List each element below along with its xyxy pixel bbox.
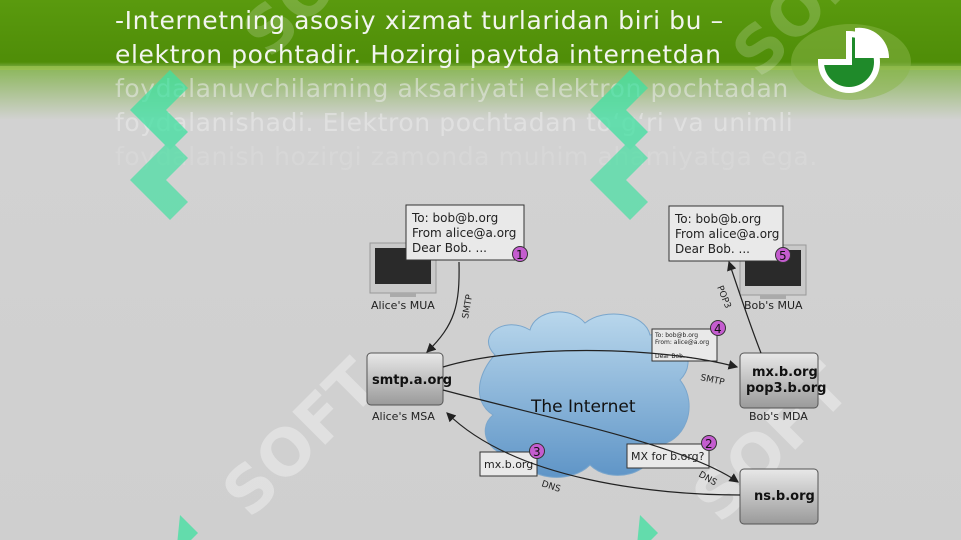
svg-text:pop3.b.org: pop3.b.org bbox=[746, 381, 826, 396]
svg-text:Dear Bob. ...: Dear Bob. ... bbox=[655, 353, 693, 360]
svg-text:To: bob@b.org: To: bob@b.org bbox=[674, 212, 761, 226]
step-badge-2: 2 bbox=[701, 435, 717, 451]
svg-text:4: 4 bbox=[714, 322, 722, 336]
slide-logo-icon bbox=[791, 24, 911, 100]
proto-dns-2: DNS bbox=[697, 470, 719, 488]
email-flow-diagram: The Internet Alice's MUA Bob's MUA To: b… bbox=[366, 204, 826, 525]
pop3-arrow bbox=[727, 260, 762, 354]
svg-text:smtp.a.org: smtp.a.org bbox=[372, 373, 452, 388]
dns-answer-arrow bbox=[446, 412, 741, 496]
body-line-3: foydalanuvchilarning aksariyati elektron… bbox=[115, 74, 789, 103]
smtp-server-box: smtp.a.org bbox=[366, 352, 452, 406]
body-line-4: foydalanishadi. Elektron pochtadan to‘g‘… bbox=[115, 108, 794, 137]
bob-mda-label: Bob's MDA bbox=[749, 410, 808, 423]
mx-answer-box: mx.b.org bbox=[479, 451, 538, 477]
smtp-arrow-2 bbox=[442, 349, 739, 370]
proto-dns-1: DNS bbox=[540, 479, 562, 495]
body-line-5: foydalanish hozirgi zamonda muhim ahamiy… bbox=[115, 142, 818, 171]
internet-label: The Internet bbox=[530, 397, 636, 417]
svg-text:To: bob@b.org: To: bob@b.org bbox=[411, 211, 498, 225]
svg-text:mx.b.org: mx.b.org bbox=[484, 458, 533, 471]
mx-query-box: MX for b.org? bbox=[626, 443, 710, 469]
svg-text:From alice@a.org: From alice@a.org bbox=[412, 226, 516, 240]
step-badge-1: 1 bbox=[512, 246, 528, 262]
svg-text:MX for b.org?: MX for b.org? bbox=[631, 450, 705, 463]
svg-text:From alice@a.org: From alice@a.org bbox=[675, 227, 779, 241]
proto-smtp-1: SMTP bbox=[461, 293, 475, 319]
smtp-arrow-1 bbox=[426, 261, 460, 353]
dns-query-arrow bbox=[442, 389, 739, 483]
step-badge-3: 3 bbox=[529, 443, 545, 459]
svg-text:2: 2 bbox=[705, 437, 713, 451]
message-note-5: To: bob@b.org From alice@a.org Dear Bob.… bbox=[668, 205, 784, 262]
svg-text:5: 5 bbox=[779, 249, 787, 263]
slide-body-text: -Internetning asosiy xizmat turlaridan b… bbox=[115, 4, 855, 174]
header-divider bbox=[0, 66, 961, 70]
svg-text:Dear Bob. ...: Dear Bob. ... bbox=[675, 242, 750, 256]
message-note-4: To: bob@b.org From: alice@a.org Dear Bob… bbox=[651, 328, 718, 362]
step-badge-5: 5 bbox=[775, 247, 791, 263]
bob-mua-label: Bob's MUA bbox=[744, 299, 803, 312]
body-line-2: elektron pochtadir. Hozirgi paytda inter… bbox=[115, 40, 722, 69]
alice-msa-label: Alice's MSA bbox=[372, 410, 435, 423]
svg-text:Dear Bob. ...: Dear Bob. ... bbox=[412, 241, 487, 255]
svg-text:To: bob@b.org: To: bob@b.org bbox=[654, 332, 698, 339]
svg-text:ns.b.org: ns.b.org bbox=[754, 489, 815, 504]
svg-text:From: alice@a.org: From: alice@a.org bbox=[655, 339, 709, 346]
body-line-1: -Internetning asosiy xizmat turlaridan b… bbox=[115, 6, 724, 35]
ns-server-box: ns.b.org bbox=[739, 468, 819, 525]
step-badge-4: 4 bbox=[710, 320, 726, 336]
svg-text:mx.b.org: mx.b.org bbox=[752, 365, 818, 380]
internet-cloud-icon bbox=[478, 311, 690, 478]
proto-smtp-2: SMTP bbox=[699, 373, 726, 388]
mx-server-box: mx.b.org pop3.b.org bbox=[739, 352, 826, 409]
alice-mua-label: Alice's MUA bbox=[371, 299, 435, 312]
message-note-1: To: bob@b.org From alice@a.org Dear Bob.… bbox=[405, 204, 525, 261]
proto-pop3: POP3 bbox=[714, 284, 732, 310]
svg-text:3: 3 bbox=[533, 445, 541, 459]
svg-text:1: 1 bbox=[516, 248, 524, 262]
